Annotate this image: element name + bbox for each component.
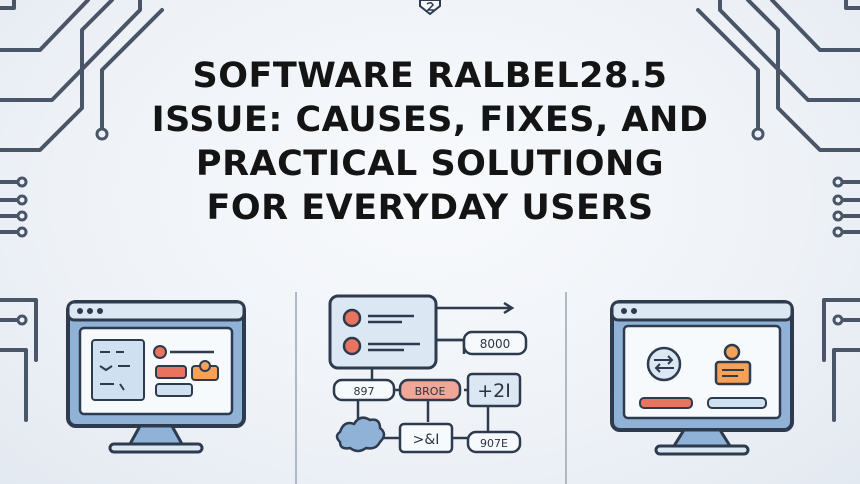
title-line-2: ISSUE: CAUSES, FIXES, AND [151, 100, 709, 140]
svg-text:8000: 8000 [480, 337, 511, 351]
svg-text:BROE: BROE [415, 385, 446, 398]
monitor-icon [610, 300, 794, 456]
svg-text:+2I: +2I [477, 380, 511, 402]
page-title: SOFTWARE RALBEL28.5 ISSUE: CAUSES, FIXES… [130, 54, 730, 230]
title-line-1: SOFTWARE RALBEL28.5 [192, 56, 668, 96]
title-line-3: PRACTICAL SOLUTIONG [195, 144, 665, 184]
flow-box-1: 8000 [462, 330, 528, 356]
flow-box-2: 897 [332, 378, 396, 402]
flow-box-5: >&I [398, 422, 454, 454]
user-icon [714, 343, 752, 386]
flow-box-6: 907E [466, 430, 522, 454]
title-line-4: FOR EVERYDAY USERS [206, 188, 654, 228]
monitor-icon [66, 300, 246, 454]
flow-blob [335, 416, 386, 453]
flow-box-3: BROE [398, 378, 462, 402]
shield-icon [419, 0, 441, 16]
svg-text:897: 897 [354, 385, 375, 398]
svg-text:907E: 907E [480, 437, 508, 450]
flow-box-4: +2I [466, 372, 522, 408]
svg-text:>&I: >&I [413, 432, 440, 448]
